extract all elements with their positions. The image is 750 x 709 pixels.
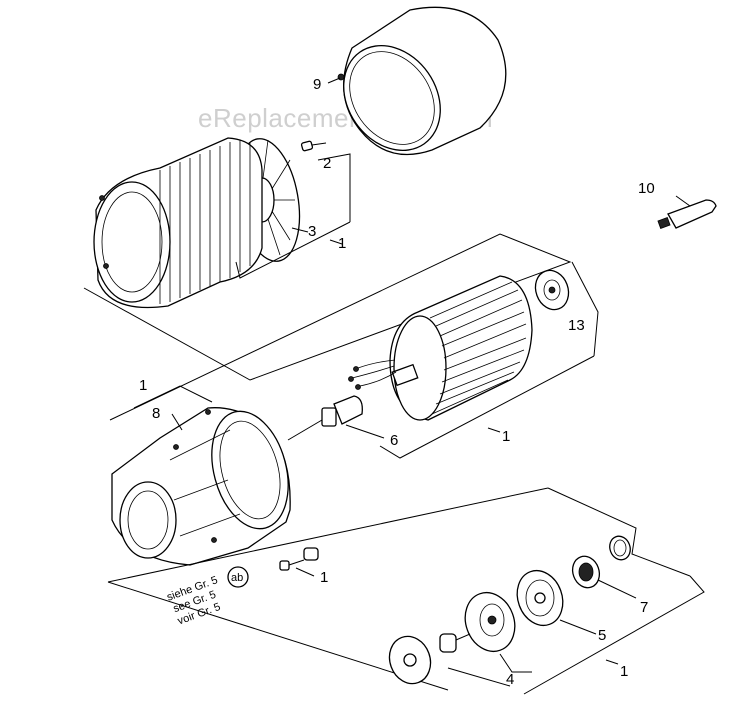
callout-1-housing: 1 — [139, 377, 147, 394]
part-4-flange-assembly[interactable] — [383, 586, 523, 690]
part-10-grease-tube[interactable] — [657, 199, 717, 229]
part-6-brush-holder[interactable] — [321, 395, 363, 427]
part-13-bearing[interactable] — [530, 266, 574, 315]
callout-13: 13 — [568, 317, 585, 334]
callout-3: 3 — [308, 223, 316, 240]
callout-1-armature: 1 — [502, 428, 510, 445]
callout-7: 7 — [640, 599, 648, 616]
reference-badge-text: ab — [231, 572, 243, 584]
part-9-cover-cylinder[interactable] — [324, 6, 507, 169]
part-5-bearing[interactable] — [510, 564, 570, 632]
callout-10: 10 — [638, 180, 655, 197]
callout-1-bottom: 1 — [620, 663, 628, 680]
reference-badge — [227, 566, 249, 588]
callout-9: 9 — [313, 76, 321, 93]
reference-note: siehe Gr. 5 see Gr. 5 voir Gr. 5 — [165, 574, 222, 627]
part-armature[interactable] — [348, 275, 533, 421]
part-7-seal-ring[interactable] — [568, 533, 633, 591]
part-8-gear-housing[interactable] — [111, 403, 300, 566]
callout-8: 8 — [152, 405, 160, 422]
part-motor-housing[interactable] — [93, 137, 263, 309]
callout-5: 5 — [598, 627, 606, 644]
callout-1-screw: 1 — [320, 569, 328, 586]
part-2-screw[interactable] — [300, 140, 327, 152]
callout-2: 2 — [323, 155, 331, 172]
callout-6: 6 — [390, 432, 398, 449]
callout-1-top: 1 — [338, 235, 346, 252]
callout-4: 4 — [506, 671, 514, 688]
part-housing-screw[interactable] — [279, 547, 319, 571]
